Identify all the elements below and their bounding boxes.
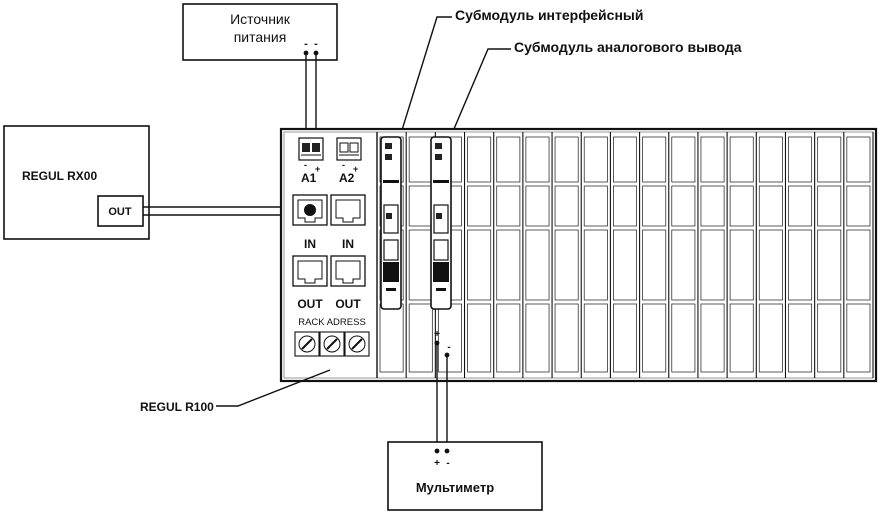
submodule-interface [380,136,402,310]
power-source-box [182,3,338,61]
regul-rx00-label: REGUL RX00 [22,169,97,183]
rack-slot [554,132,582,378]
rack-regul-r100: - + - + A1 A2 IN IN OUT OUT RACK ADRESS [279,127,878,383]
a2-plus-sign: + [353,164,358,174]
power-minus-sign: - [304,38,308,50]
out-port-2 [330,255,366,287]
rx00-out-port [97,195,144,227]
rack-slot [846,132,874,378]
in-port-1-label: IN [304,237,316,251]
meter-terminal-minus [444,448,450,454]
rack-slot [758,132,787,378]
out-port-1-label: OUT [297,297,323,311]
power-source-block: Источник питания - - [182,3,338,61]
submodule-interface-label: Субмодуль интерфейсный [455,7,643,23]
rack-slot [525,132,553,378]
in-port-1 [292,194,328,226]
submodule-analog-output [430,136,452,310]
rack-slot [788,132,816,378]
in-port-1-plug [304,204,316,216]
analog-plus-sign: + [434,329,440,340]
multimeter-box [387,441,543,511]
in-port-2-label: IN [342,237,354,251]
out-port-2-label: OUT [335,297,361,311]
rack-slot [700,132,728,378]
analog-minus-sign: - [447,342,450,353]
meter-terminal-plus [434,448,440,454]
meter-plus-sign: + [434,458,440,469]
regul-r100-leader [216,369,331,407]
rx00-out-label: OUT [108,206,132,218]
rack-slot [583,132,611,378]
regul-r100-label: REGUL R100 [140,400,214,414]
submodule-analog-leader [447,48,511,144]
rack-address-switch-1 [294,331,320,357]
rack-slots [379,132,874,378]
rack-slot [467,132,495,378]
terminal-a2-label: A2 [339,171,355,185]
terminal-a1 [298,137,324,161]
rack-slot [613,132,641,378]
rack-slot [729,132,757,378]
in-port-2 [330,194,366,226]
regul-rx00-block: REGUL RX00 OUT [3,125,150,240]
power-source-label-line2: питания [234,29,287,45]
power-source-label-line1: Источник [230,11,291,27]
a1-minus-sign: - [304,160,307,170]
a2-minus-sign: - [342,160,345,170]
multimeter-block: + - Мультиметр [387,441,543,511]
rack-adress-label: RACK ADRESS [298,317,366,328]
multimeter-label: Мультиметр [416,480,494,495]
submodule-interface-leader [397,16,452,144]
a1-plus-sign: + [315,164,320,174]
submodule-analog-label: Субмодуль аналогового вывода [514,39,742,55]
rack-slot [817,132,845,378]
terminal-a1-label: A1 [301,171,317,185]
rack-address-switch-2 [319,331,345,357]
meter-minus-sign: - [446,458,449,469]
rack-slot [496,132,524,378]
rack-slot [642,132,670,378]
out-port-1 [292,255,328,287]
terminal-a2 [336,137,362,161]
rack-slot [671,132,699,378]
rack-address-switch-3 [344,331,370,357]
power-plus-sign: - [314,38,318,50]
